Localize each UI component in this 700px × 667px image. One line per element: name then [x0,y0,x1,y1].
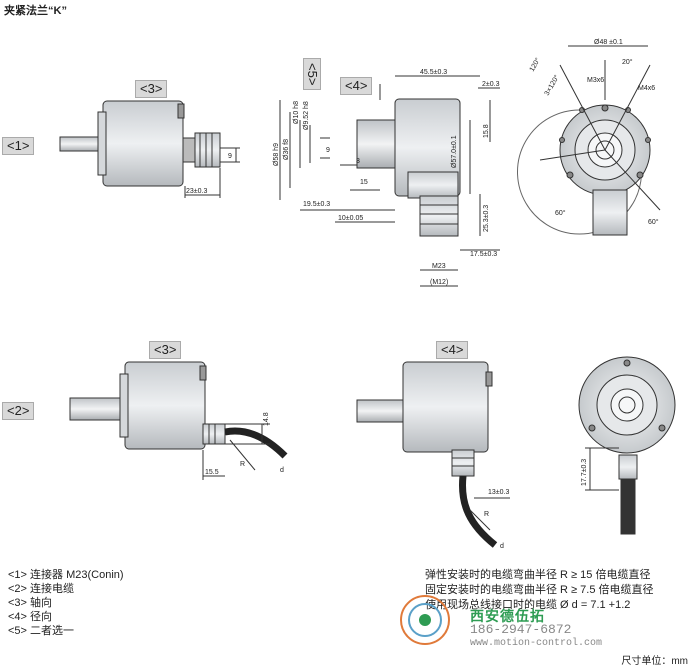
dim-25-3: 25.3±0.3 [483,205,490,232]
angle-60-right: 60° [648,218,659,226]
encoder-front-view-top [517,104,651,236]
encoder-radial-side [356,84,461,237]
legend: <1> 连接器 M23(Conin) <2> 连接电缆 <3> 轴向 <4> 径… [8,568,124,638]
tag-cable-2: <2> [2,402,35,420]
thread-m3: M3x6 [587,77,604,84]
logo-icon [400,595,450,645]
watermark-url: www.motion-control.com [470,638,603,649]
dim-15: 15 [360,179,368,186]
note-item: 弹性安装时的电缆弯曲半径 R ≥ 15 倍电缆直径 [425,569,651,581]
cable-notes: 弹性安装时的电缆弯曲半径 R ≥ 15 倍电缆直径 固定安装时的电缆弯曲半径 R… [425,568,654,613]
dim-2: 2±0.3 [482,81,500,88]
legend-item: <5> 二者选一 [8,625,75,637]
tag-either-5: <5> [303,58,321,91]
dim-45-5: 45.5±0.3 [420,69,447,76]
thread-m4: M4x6 [638,85,655,92]
dim-9b: 9 [326,147,330,154]
dim-d36: Ø36 f8 [283,139,290,160]
angle-60-left: 60° [555,209,566,217]
dim-d-cable-2: d [500,543,504,550]
legend-item: <3> 轴向 [8,597,53,609]
tag-radial-4-top: <4> [340,77,373,95]
dim-13: 13±0.3 [488,489,509,496]
dim-19-5: 19.5±0.3 [303,201,330,208]
dim-m23: M23 [432,263,446,270]
tag-axial-3-bottom: <3> [149,341,182,359]
dim-d952: Ø9.52 h8 [303,101,310,130]
encoder-radial-cable [356,361,498,548]
watermark-brand: 西安德伍拓 [470,608,545,624]
dim-14-8: 14.8 [263,412,270,426]
tag-radial-4-bottom: <4> [436,341,469,359]
angle-3x120: 3×120° [543,73,561,97]
encoder-axial-cable [69,361,288,459]
dim-d57: Ø57.0±0.1 [451,135,458,168]
legend-item: <1> 连接器 M23(Conin) [8,569,124,581]
tag-connector-1: <1> [2,137,35,155]
encoder-front-view-bottom [578,356,676,535]
dim-d58: Ø58 h9 [273,143,280,166]
dim-d48: Ø48 ±0.1 [594,39,623,46]
dim-9: 9 [228,153,232,160]
dim-m12: (M12) [430,279,448,286]
dim-r-bend-2: R [484,511,489,518]
dim-15-8: 15.8 [483,124,490,138]
dim-17-7: 17.7±0.3 [581,459,588,486]
dim-3: 3 [356,158,360,165]
angle-20: 20° [622,58,633,66]
note-item: 使用现场总线接口时的电缆 Ø d = 7.1 +1.2 [425,599,631,611]
unit-label: 尺寸单位：mm [621,656,688,667]
page-title: 夹紧法兰“K” [4,5,67,17]
encoder-axial-connector [59,100,221,187]
dim-17-5: 17.5±0.3 [470,251,497,258]
tag-axial-3-top: <3> [135,80,168,98]
dim-d-cable: d [280,467,284,474]
dim-r-bend: R [240,461,245,468]
watermark-phone: 186-2947-6872 [470,622,572,637]
dim-d10: Ø10 h8 [293,101,300,124]
dim-23: 23±0.3 [186,188,207,195]
legend-item: <2> 连接电缆 [8,583,75,595]
dim-15-5: 15.5 [205,469,219,476]
legend-item: <4> 径向 [8,611,53,623]
dim-10: 10±0.05 [338,215,363,222]
note-item: 固定安装时的电缆弯曲半径 R ≥ 7.5 倍电缆直径 [425,584,654,596]
angle-120: 120° [528,56,542,73]
